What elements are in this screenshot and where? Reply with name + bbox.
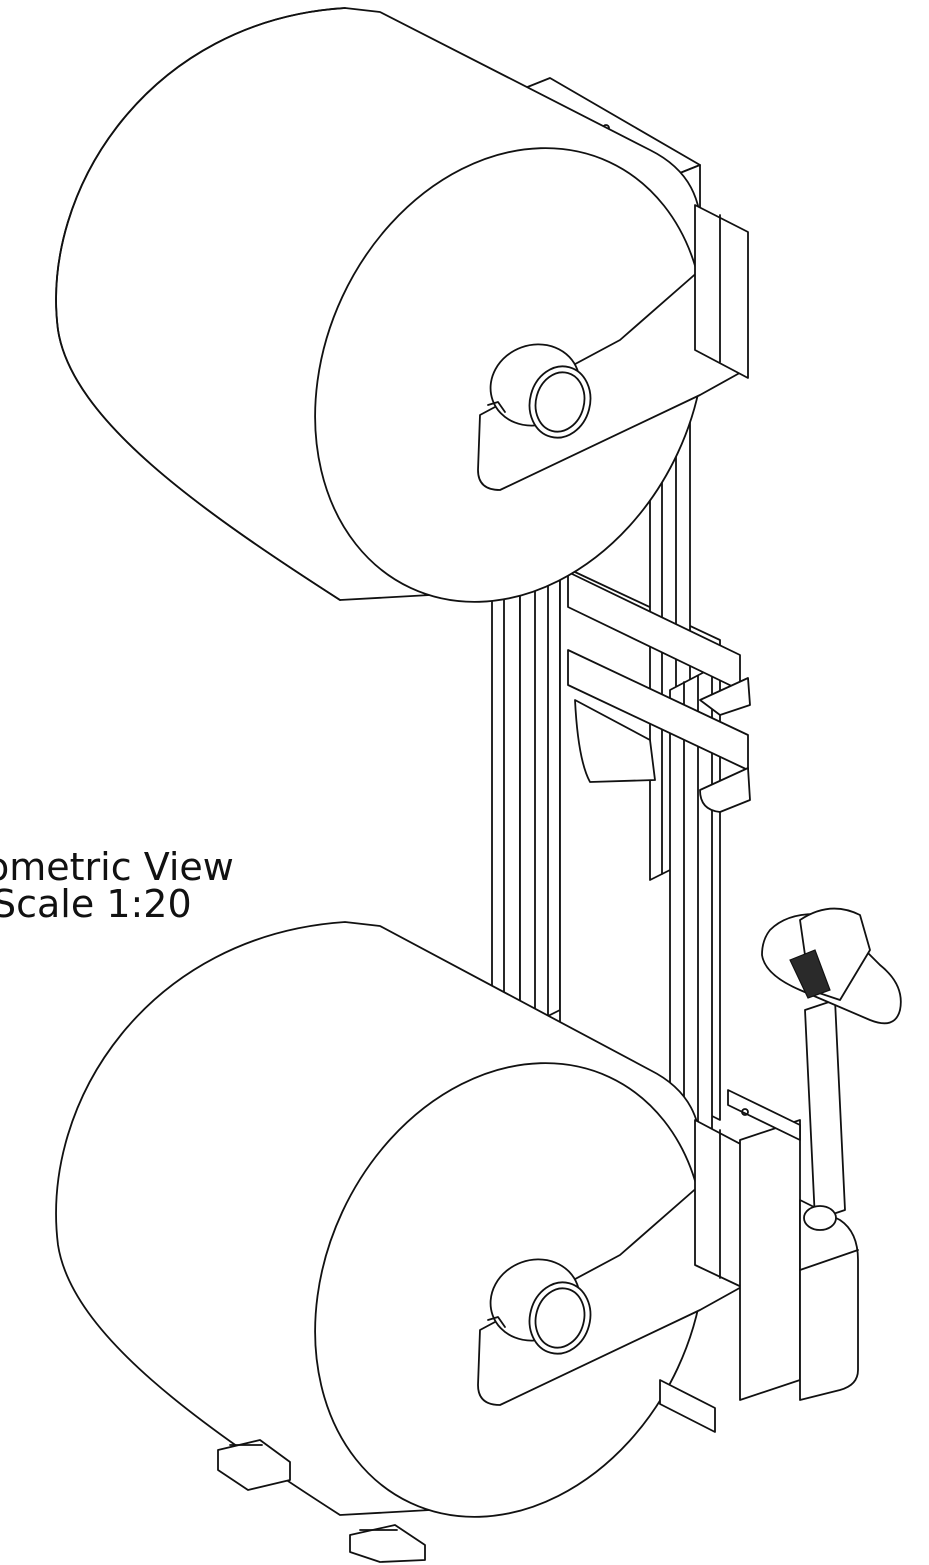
tiller-handle — [761, 907, 902, 1231]
scale-label: Scale 1:20 — [0, 882, 192, 926]
upper-roll-arm — [477, 204, 749, 491]
view-label: ometric View — [0, 845, 234, 889]
drive-unit — [727, 1089, 859, 1401]
base-legs — [217, 1379, 716, 1563]
lower-roll-arm — [477, 1119, 749, 1406]
carriage-bracket — [567, 571, 751, 813]
